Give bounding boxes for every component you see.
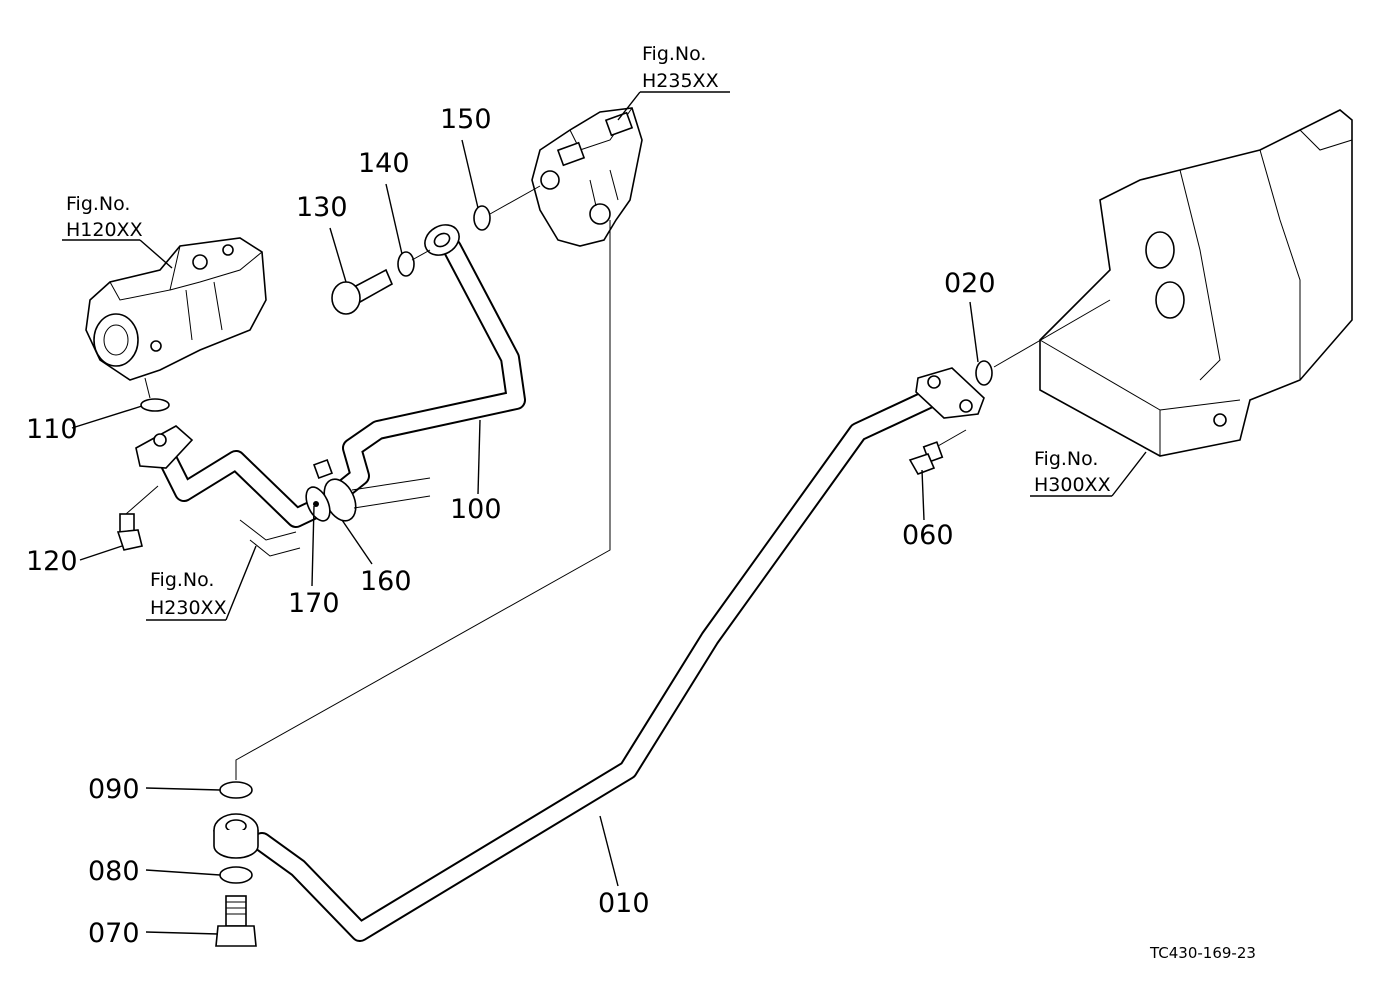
pipe-100 [330,238,526,502]
o-ring-110 [140,398,170,412]
callout-090: 090 [88,774,140,805]
fig-ref-h300-code: H300XX [1034,474,1111,496]
callout-120: 120 [26,546,78,577]
callout-110: 110 [26,414,78,445]
callout-170: 170 [288,588,340,619]
washer-140 [397,251,415,277]
fig-ref-h230-code: H230XX [150,597,227,619]
callout-160: 160 [360,566,412,597]
drawing-code: TC430-169-23 [1149,944,1256,962]
fig-ref-h235-label: Fig.No. [642,43,706,65]
callout-020: 020 [944,268,996,299]
washer-150 [473,205,491,231]
washer-090 [219,781,253,799]
bolt-120 [116,485,159,551]
callout-140: 140 [358,148,410,179]
return-line-leader [235,220,611,780]
o-ring-020 [975,360,993,386]
banjo-eye-010 [213,813,259,859]
flange-010 [915,367,985,419]
flange-pump [135,425,194,469]
fig-ref-h120-code: H120XX [66,219,143,241]
clamp-160 [239,459,431,557]
callout-labels: 110 120 130 140 150 100 160 170 020 060 … [26,104,996,949]
valve-block [531,107,643,247]
callout-130: 130 [296,192,348,223]
leader-lines [62,91,1147,935]
washer-080 [219,866,253,884]
callout-080: 080 [88,856,140,887]
pipe-010 [252,380,958,942]
bolt-060 [908,429,967,475]
callout-100: 100 [450,494,502,525]
callout-060: 060 [902,520,954,551]
hydraulic-pump [85,237,267,381]
banjo-bolt-070 [215,895,257,947]
banjo-bolt-130 [331,268,394,315]
fig-ref-h235-code: H235XX [642,70,719,92]
callout-010: 010 [598,888,650,919]
callout-150: 150 [440,104,492,135]
fig-ref-h300-label: Fig.No. [1034,448,1098,470]
fig-ref-h230-label: Fig.No. [150,569,214,591]
figure-refs: Fig.No. H120XX Fig.No. H235XX Fig.No. H2… [66,43,1111,619]
fig-ref-h120-label: Fig.No. [66,193,130,215]
banjo-eye-100 [424,224,460,256]
callout-070: 070 [88,918,140,949]
lift-housing [1039,109,1353,457]
